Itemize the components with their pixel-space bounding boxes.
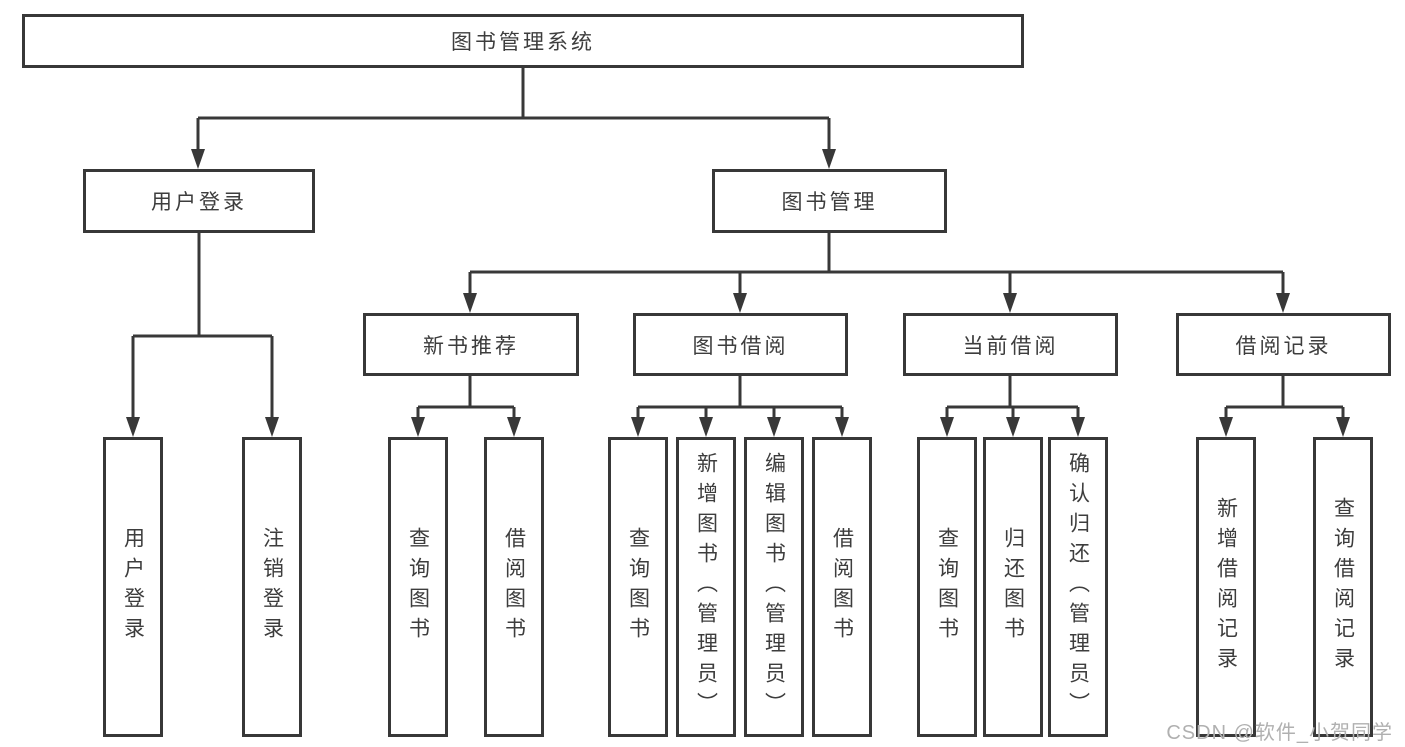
leaf-borrow-books-borrowing: 借阅图书 xyxy=(812,437,872,737)
leaf-borrow-books-recommend: 借阅图书 xyxy=(484,437,544,737)
leaf-query-books-borrowing: 查询图书 xyxy=(608,437,668,737)
leaf-logout: 注销登录 xyxy=(242,437,302,737)
leaf-add-books-admin: 新增图书（管理员） xyxy=(676,437,736,737)
leaf-edit-books-admin: 编辑图书（管理员） xyxy=(744,437,804,737)
leaf-query-books-recommend: 查询图书 xyxy=(388,437,448,737)
leaf-query-borrow-record: 查询借阅记录 xyxy=(1313,437,1373,737)
node-new-book-recommend: 新书推荐 xyxy=(363,313,579,376)
node-current-borrowing: 当前借阅 xyxy=(903,313,1118,376)
leaf-add-borrow-record: 新增借阅记录 xyxy=(1196,437,1256,737)
leaf-user-login: 用户登录 xyxy=(103,437,163,737)
node-library-management-system: 图书管理系统 xyxy=(22,14,1024,68)
node-book-management: 图书管理 xyxy=(712,169,947,233)
csdn-watermark: CSDN @软件_小贺同学 xyxy=(1166,722,1393,744)
leaf-query-books-current: 查询图书 xyxy=(917,437,977,737)
node-user-login: 用户登录 xyxy=(83,169,315,233)
node-book-borrowing: 图书借阅 xyxy=(633,313,848,376)
leaf-return-books: 归还图书 xyxy=(983,437,1043,737)
node-borrowing-records: 借阅记录 xyxy=(1176,313,1391,376)
leaf-confirm-return-admin: 确认归还（管理员） xyxy=(1048,437,1108,737)
